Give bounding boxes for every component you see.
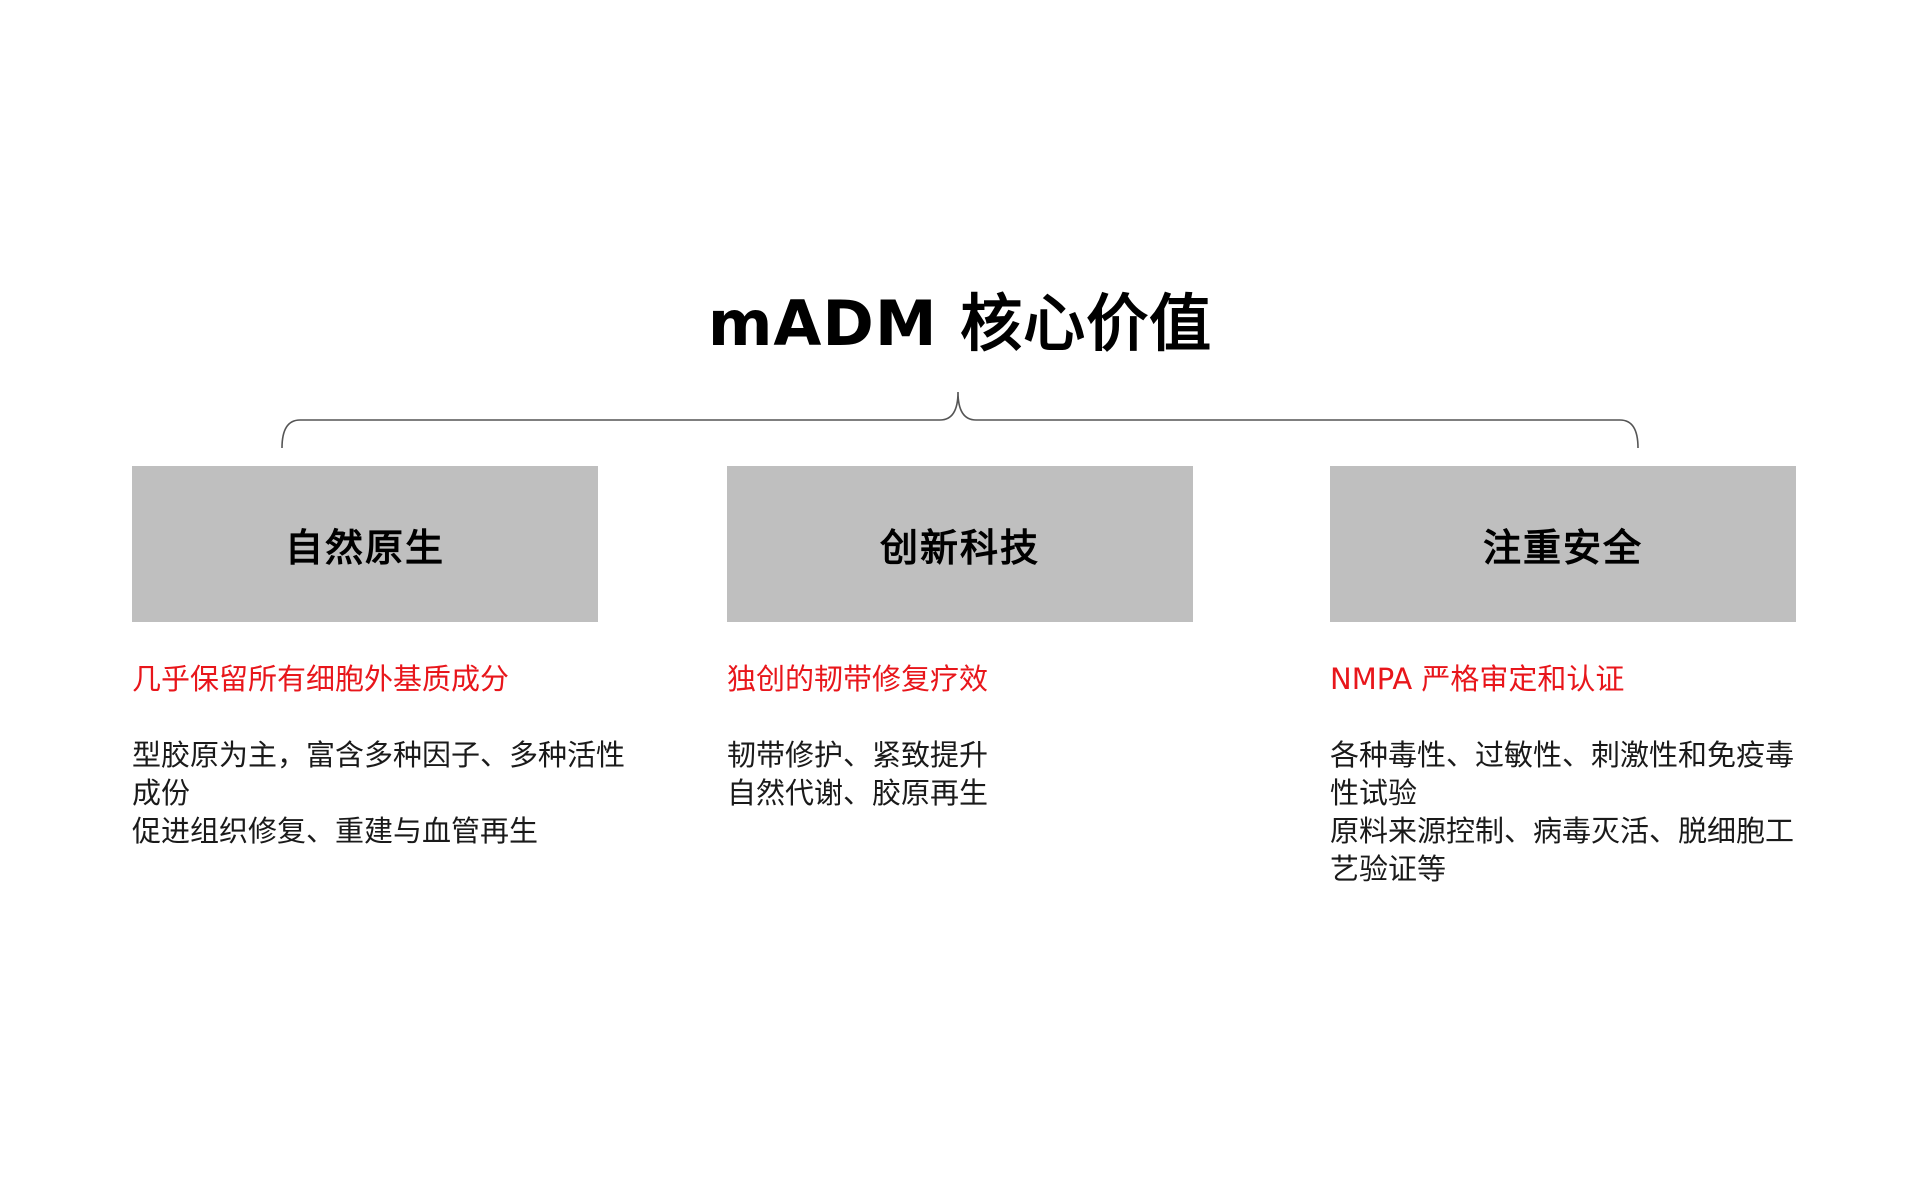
category-box-natural: 自然原生: [132, 466, 598, 622]
description-line: 自然代谢、胶原再生: [727, 776, 989, 810]
description-line: 各种毒性、过敏性、刺激性和免疫毒性试验: [1330, 738, 1795, 810]
brace-line: [281, 391, 1639, 449]
description-line: 型胶原为主，富含多种因子、多种活性成份: [132, 738, 626, 810]
description-line: 原料来源控制、病毒灭活、脱细胞工艺验证等: [1330, 814, 1795, 886]
category-box-safety: 注重安全: [1330, 466, 1796, 622]
highlight-text: NMPA 严格审定和认证: [1330, 662, 1625, 696]
category-heading: 自然原生: [284, 525, 445, 570]
description-line: 韧带修护、紧致提升: [727, 738, 989, 772]
description-block: 各种毒性、过敏性、刺激性和免疫毒性试验 原料来源控制、病毒灭活、脱细胞工艺验证等: [1330, 736, 1810, 888]
highlight-text: 独创的韧带修复疗效: [727, 662, 989, 696]
category-heading: 创新科技: [879, 525, 1040, 570]
category-box-innovation: 创新科技: [727, 466, 1193, 622]
highlight-text: 几乎保留所有细胞外基质成分: [132, 662, 510, 696]
page-title: mADM 核心价值: [707, 287, 1213, 360]
category-heading: 注重安全: [1482, 525, 1643, 570]
description-block: 韧带修护、紧致提升 自然代谢、胶原再生: [727, 736, 1227, 812]
description-line: 促进组织修复、重建与血管再生: [132, 814, 539, 848]
description-block: 型胶原为主，富含多种因子、多种活性成份 促进组织修复、重建与血管再生: [132, 736, 632, 850]
